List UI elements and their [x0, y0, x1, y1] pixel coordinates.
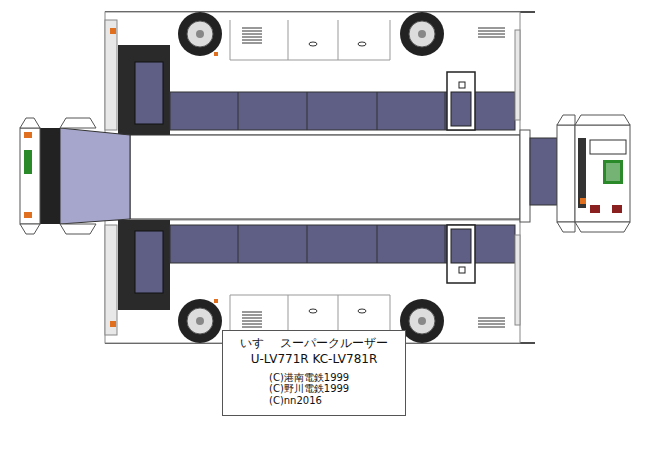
copyright-note: (C)野川電鉄1999 — [229, 383, 399, 395]
label-tab: いすゞ スーパークルーザー U-LV771R KC-LV781R (C)港南電鉄19… — [222, 330, 406, 416]
copyright-note: (C)nn2016 — [229, 395, 399, 407]
model-name: いすゞ スーパークルーザー — [229, 337, 399, 351]
model-name: U-LV771R KC-LV781R — [229, 353, 399, 367]
copyright-note: (C)港南電鉄1999 — [229, 372, 399, 384]
